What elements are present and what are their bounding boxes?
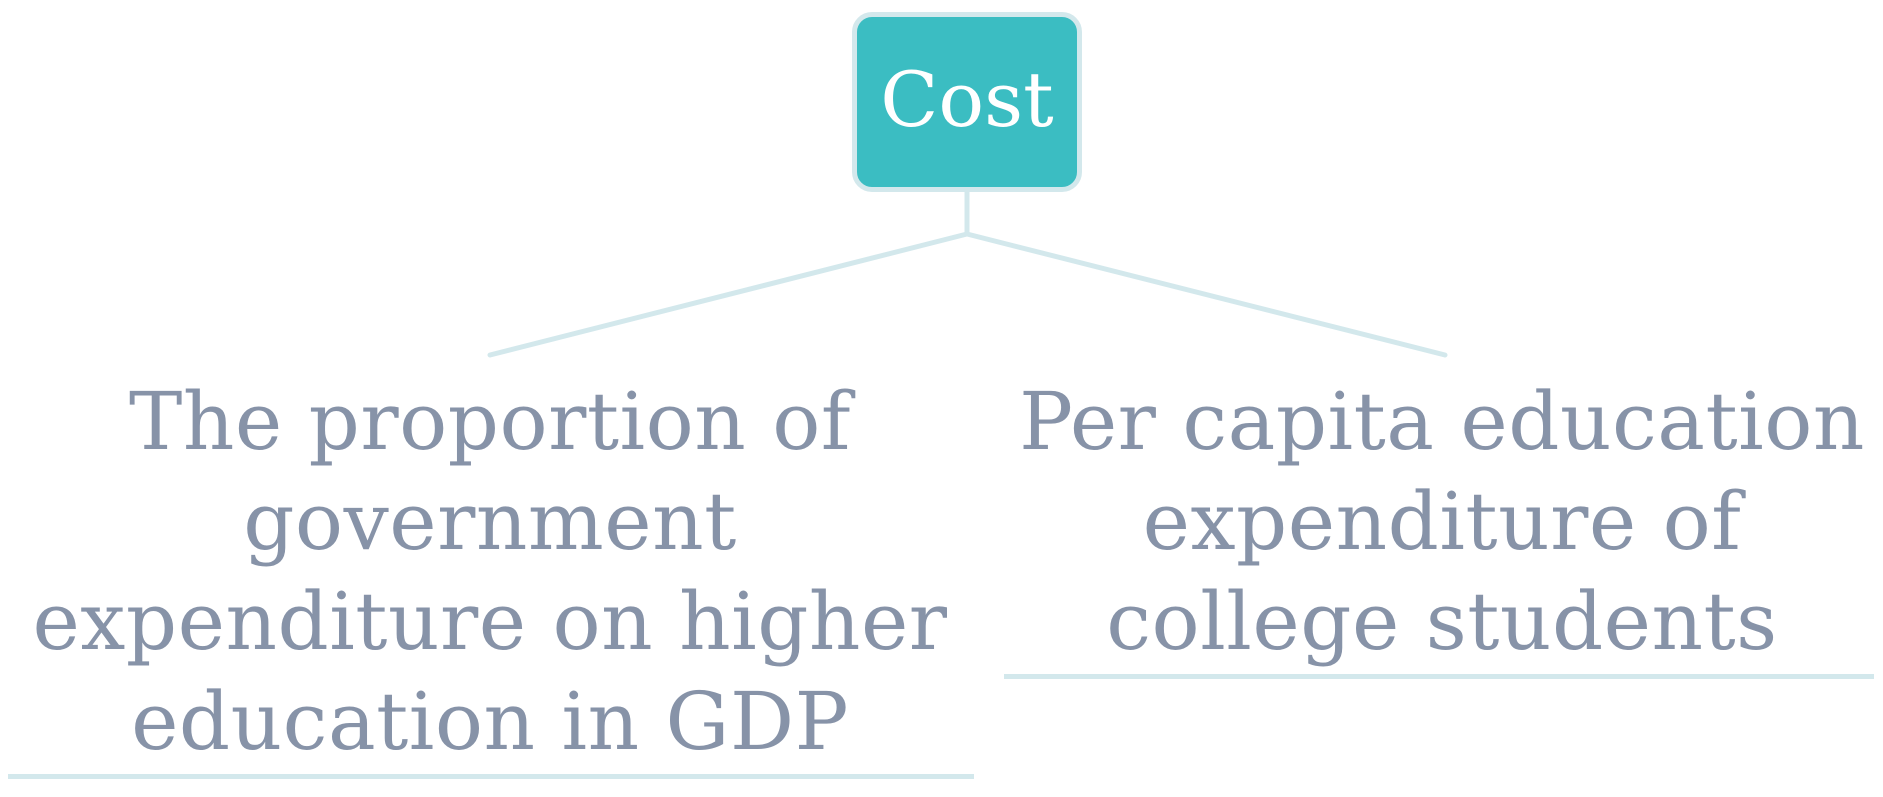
child-node-per-capita-expenditure: Per capita education expenditure of coll… (1004, 372, 1880, 679)
child-node-underline (8, 774, 974, 779)
root-node-cost: Cost (852, 12, 1082, 192)
connector-line-right (964, 231, 1448, 358)
connector-line-left (487, 231, 970, 358)
child-node-label: The proportion of government expenditure… (32, 375, 948, 768)
child-node-underline (1004, 674, 1874, 679)
child-node-label: Per capita education expenditure of coll… (1019, 375, 1865, 668)
root-node-label: Cost (880, 55, 1054, 144)
child-node-gov-expenditure-gdp: The proportion of government expenditure… (0, 372, 980, 779)
